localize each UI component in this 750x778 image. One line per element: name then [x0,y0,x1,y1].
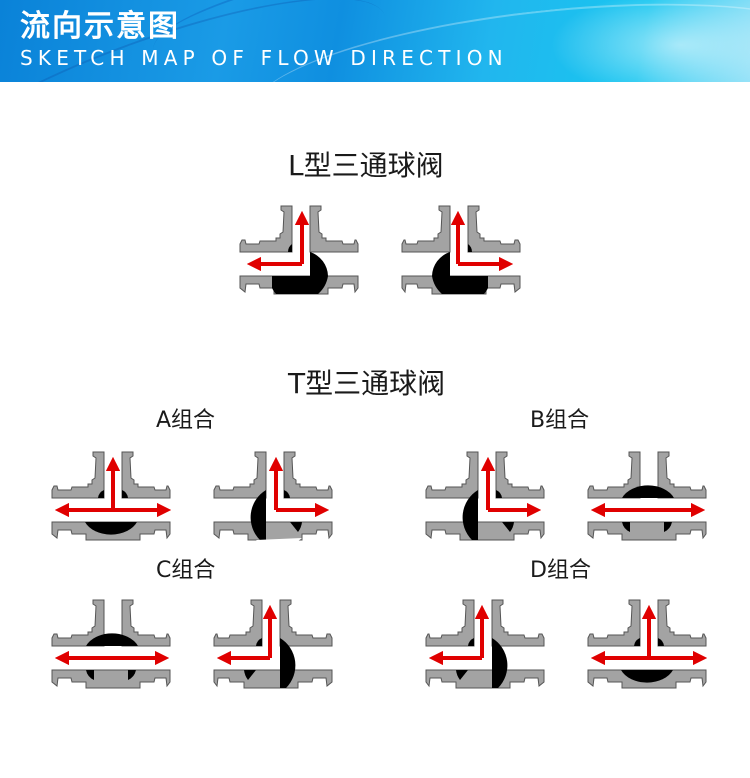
valve-diagram-c1 [48,594,174,694]
valve-diagram-b1 [422,446,548,546]
valve-diagram-b2 [584,446,710,546]
section-title-t-type: T型三通球阀 [288,367,446,400]
group-label-b: B组合 [530,408,590,433]
header-title-en: SKETCH MAP OF FLOW DIRECTION [20,46,508,70]
group-label-a: A组合 [156,408,216,433]
header-banner: 流向示意图 SKETCH MAP OF FLOW DIRECTION [0,0,750,82]
valve-diagram-d1 [422,594,548,694]
valve-diagram-a1 [48,446,174,546]
group-label-c: C组合 [156,558,216,583]
valve-diagram-d2 [584,594,710,694]
valve-diagram-l1 [236,200,362,300]
section-title-l-type: L型三通球阀 [288,149,444,182]
valve-diagram-c2 [210,594,336,694]
valve-diagram-a2 [210,446,336,546]
group-label-d: D组合 [530,558,591,583]
header-title-cn: 流向示意图 [20,9,180,44]
valve-diagram-l2 [398,200,524,300]
header-decor-glow [550,0,750,82]
